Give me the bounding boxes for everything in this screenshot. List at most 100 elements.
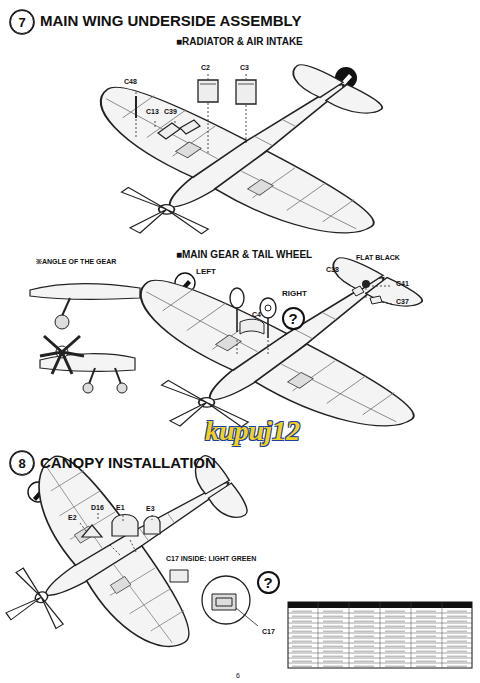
table-line [323, 651, 343, 652]
table-line [354, 666, 374, 667]
table-line [323, 616, 343, 617]
table-line [292, 626, 312, 627]
table-line [354, 661, 374, 662]
part-label: LEFT [196, 268, 216, 276]
table-line [292, 661, 312, 662]
table-line [354, 641, 374, 642]
help-icon: ? [257, 571, 280, 594]
table-line [323, 641, 343, 642]
section-heading: ■MAIN GEAR & TAIL WHEEL [176, 250, 312, 260]
table-line [385, 631, 405, 632]
part-label: E3 [146, 505, 155, 512]
step-number: 8 [10, 451, 34, 475]
table-line [416, 636, 436, 637]
table-line [447, 626, 467, 627]
table-line [354, 616, 374, 617]
table-line [385, 656, 405, 657]
table-line [323, 666, 343, 667]
table-line [318, 602, 319, 668]
part-label: E1 [116, 504, 125, 511]
part-label: C3 [240, 64, 249, 71]
table-line [385, 636, 405, 637]
section-heading: CANOPY INSTALLATION [40, 455, 216, 470]
table-line [292, 631, 312, 632]
table-line [385, 621, 405, 622]
table-line [323, 626, 343, 627]
table-line [292, 666, 312, 667]
table-line [292, 611, 312, 612]
node-text: 7 [18, 16, 25, 29]
table-line [292, 646, 312, 647]
table-line [323, 631, 343, 632]
table-line [292, 621, 312, 622]
table-line [416, 656, 436, 657]
part-label: C17 INSIDE: LIGHT GREEN [166, 555, 256, 562]
part-label: C39 [164, 108, 177, 115]
table-line [354, 626, 374, 627]
part-label: ※ANGLE OF THE GEAR [36, 258, 116, 265]
table-line [385, 626, 405, 627]
table-line [385, 641, 405, 642]
section-heading: MAIN WING UNDERSIDE ASSEMBLY [40, 13, 301, 28]
table-line [354, 646, 374, 647]
table-line [447, 666, 467, 667]
table-line [385, 616, 405, 617]
table-line [354, 631, 374, 632]
help-icon: ? [282, 307, 305, 330]
table-line [385, 646, 405, 647]
table-line [354, 611, 374, 612]
table-line [354, 636, 374, 637]
part-label: RIGHT [282, 290, 307, 298]
table-line [323, 611, 343, 612]
part-label: C41 [396, 280, 409, 287]
table-line [292, 651, 312, 652]
table-line [354, 656, 374, 657]
table-line [416, 616, 436, 617]
table-line [447, 656, 467, 657]
part-label: C37 [396, 298, 409, 305]
part-label: C48 [124, 78, 137, 85]
table-line [447, 651, 467, 652]
node-text: ? [288, 311, 297, 326]
node-text: ? [263, 575, 272, 590]
table-line [380, 602, 381, 668]
table-line [292, 616, 312, 617]
table-line [416, 641, 436, 642]
part-label: E2 [68, 514, 77, 521]
table-line [416, 651, 436, 652]
table-line [416, 611, 436, 612]
part-label: C4 [252, 311, 261, 318]
table-line [416, 621, 436, 622]
section-heading: ■RADIATOR & AIR INTAKE [176, 37, 303, 47]
step-number: 7 [10, 10, 34, 34]
paint-table-grid [288, 602, 472, 668]
table-line [323, 646, 343, 647]
table-line [354, 651, 374, 652]
table-line [292, 636, 312, 637]
table-line [292, 641, 312, 642]
table-line [292, 656, 312, 657]
table-line [323, 656, 343, 657]
table-line [349, 602, 350, 668]
table-line [447, 646, 467, 647]
part-label: C17 [262, 628, 275, 635]
table-line [442, 602, 443, 668]
table-line [323, 636, 343, 637]
table-line [385, 666, 405, 667]
table-line [323, 621, 343, 622]
table-line [447, 661, 467, 662]
table-line [447, 631, 467, 632]
page-number: 6 [236, 672, 240, 679]
table-line [411, 602, 412, 668]
table-line [416, 666, 436, 667]
part-label: FLAT BLACK [356, 254, 400, 261]
table-line [416, 626, 436, 627]
table-line [447, 616, 467, 617]
table-line [385, 661, 405, 662]
part-label: C38 [326, 266, 339, 273]
part-label: C2 [201, 64, 210, 71]
table-line [447, 636, 467, 637]
table-line [416, 646, 436, 647]
